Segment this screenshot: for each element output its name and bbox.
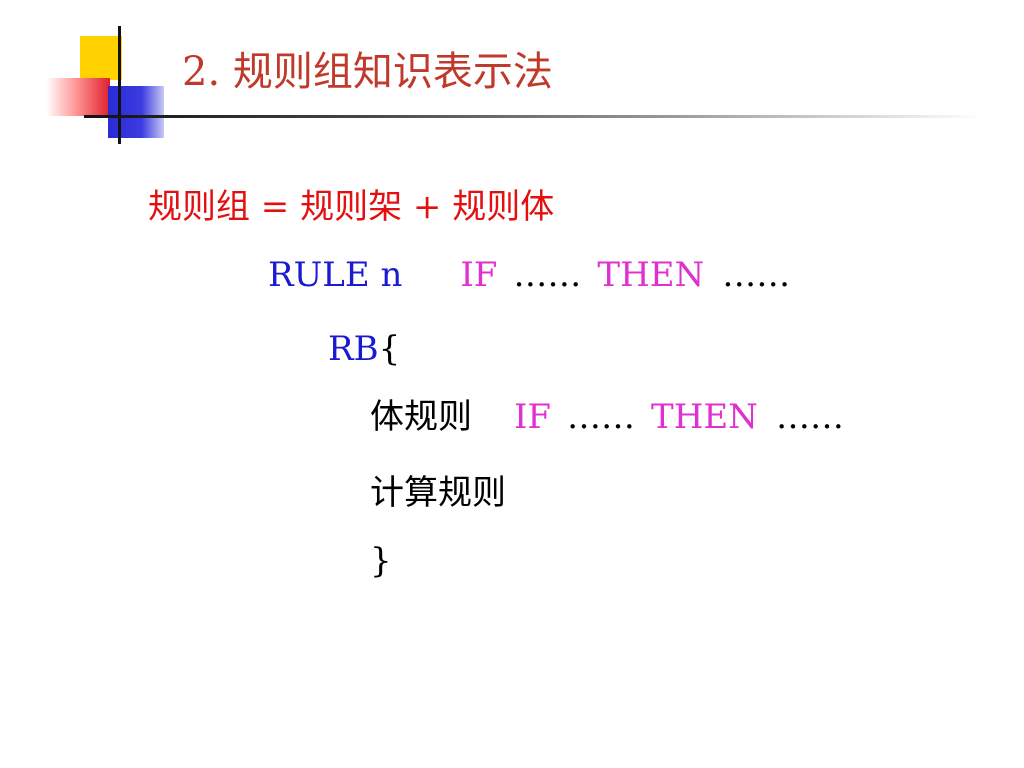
decor-blue-square [108,86,164,138]
decor-yellow-square [80,36,122,80]
rule-header-line: RULE n IF …… THEN …… [268,258,790,292]
slide-title: 2. 规则组知识表示法 [182,49,553,95]
then-keyword: THEN [597,255,705,295]
body-then-keyword: THEN [651,397,758,437]
if-keyword: IF [460,255,498,295]
decor-vertical-line [118,26,121,144]
decor-red-square [46,78,110,116]
calc-rule-line: 计算规则 [370,473,506,513]
rule-group-definition: 规则组 = 规则架 + 规则体 [148,187,555,227]
rb-keyword: RB [328,329,379,369]
title-underline [84,115,984,118]
body-action-ellipsis: …… [775,397,844,437]
rule-keyword: RULE n [268,255,403,295]
open-brace: { [378,329,401,369]
close-brace: } [370,541,392,581]
body-condition-ellipsis: …… [567,397,636,437]
body-rule-line: 体规则 IF …… THEN …… [370,400,844,434]
body-if-keyword: IF [514,397,552,437]
condition-ellipsis: …… [513,255,582,295]
rb-open-line: RB{ [328,332,400,366]
action-ellipsis: …… [722,255,791,295]
body-rule-label: 体规则 [370,397,472,437]
